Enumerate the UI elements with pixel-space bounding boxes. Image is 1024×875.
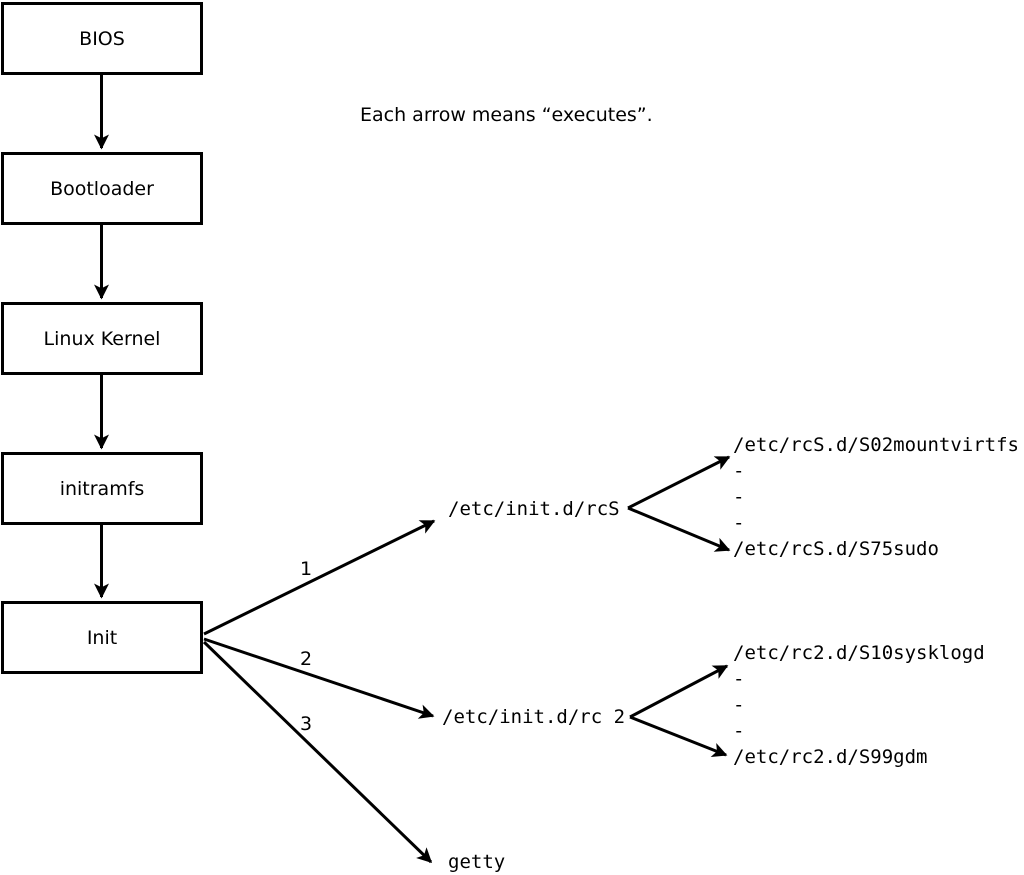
node-initramfs-label: initramfs <box>59 477 145 500</box>
rc2-child-s10sysklogd: /etc/rc2.d/S10sysklogd <box>733 642 985 664</box>
branch-number-3: 3 <box>299 713 313 735</box>
target-getty: getty <box>448 851 506 873</box>
target-etc-init-d-rc2: /etc/init.d/rc 2 <box>442 706 626 728</box>
diagram-caption: Each arrow means “executes”. <box>360 104 653 126</box>
arrow-init-to-getty <box>202 640 433 864</box>
node-bios: BIOS <box>1 2 203 75</box>
rcs-child-s02mountvirtfs: /etc/rcS.d/S02mountvirtfs <box>733 434 1019 456</box>
node-initramfs: initramfs <box>1 452 203 525</box>
node-bootloader-label: Bootloader <box>50 177 154 200</box>
node-bootloader: Bootloader <box>1 152 203 225</box>
rcs-child-ellipsis-dash: - <box>733 486 745 508</box>
branch-number-2: 2 <box>299 648 313 670</box>
rcs-children-list: /etc/rcS.d/S02mountvirtfs - - - /etc/rcS… <box>733 432 1019 562</box>
arrow-rcs-to-s75sudo <box>627 506 731 552</box>
arrow-init-to-rc2 <box>203 637 435 719</box>
node-init-label: Init <box>86 626 118 649</box>
node-bios-label: BIOS <box>79 27 125 50</box>
arrow-rcs-to-s02mountvirtfs <box>627 455 731 510</box>
target-etc-init-d-rcs: /etc/init.d/rcS <box>448 498 620 520</box>
rc2-child-ellipsis-dash: - <box>733 668 745 690</box>
rcs-child-s75sudo: /etc/rcS.d/S75sudo <box>733 538 939 560</box>
rc2-child-s99gdm: /etc/rc2.d/S99gdm <box>733 746 928 768</box>
rc2-children-list: /etc/rc2.d/S10sysklogd - - - /etc/rc2.d/… <box>733 640 985 770</box>
arrow-init-to-rcs <box>203 519 436 636</box>
node-linux-kernel-label: Linux Kernel <box>43 327 161 350</box>
branch-number-1: 1 <box>299 558 313 580</box>
rcs-child-ellipsis-dash: - <box>733 460 745 482</box>
arrow-rc2-to-s99gdm <box>629 715 728 758</box>
rcs-child-ellipsis-dash: - <box>733 512 745 534</box>
node-init: Init <box>1 601 203 674</box>
rc2-child-ellipsis-dash: - <box>733 694 745 716</box>
rc2-child-ellipsis-dash: - <box>733 720 745 742</box>
node-linux-kernel: Linux Kernel <box>1 302 203 375</box>
arrow-rc2-to-s10sysklogd <box>629 664 729 719</box>
